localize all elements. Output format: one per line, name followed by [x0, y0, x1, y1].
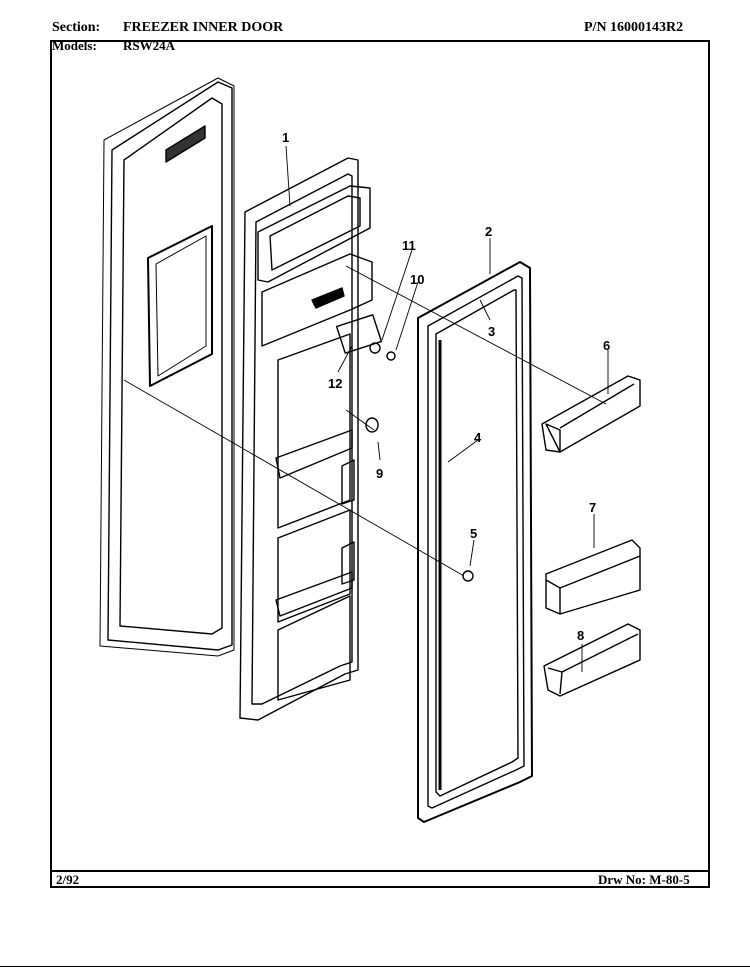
section-title: FREEZER INNER DOOR [123, 20, 284, 35]
door-liner-panel [99, 77, 235, 657]
callout-5: 5 [470, 526, 477, 541]
callout-2: 2 [485, 224, 492, 239]
leader-lines [123, 145, 609, 672]
door-shelf-6 [541, 375, 641, 453]
inner-door [239, 157, 373, 721]
door-shelf-8 [543, 623, 641, 697]
callout-8: 8 [577, 628, 584, 643]
door-bin-7 [545, 539, 641, 615]
callout-4: 4 [474, 430, 482, 445]
cover-plate [335, 314, 383, 354]
callout-1: 1 [282, 130, 289, 145]
mounting-screw [462, 570, 474, 582]
callout-6: 6 [603, 338, 610, 353]
drawing-number: Drw No: M-80-5 [598, 872, 690, 887]
revision-date: 2/92 [56, 872, 80, 887]
part-number: P/N 16000143R2 [584, 20, 684, 35]
callout-11: 11 [402, 238, 416, 253]
button [365, 417, 379, 433]
callout-7: 7 [589, 500, 596, 515]
callout-12: 12 [328, 376, 342, 391]
callout-9: 9 [376, 466, 383, 481]
screw [369, 342, 381, 354]
drawing-frame [50, 40, 710, 888]
nut [386, 351, 396, 361]
footer-divider [50, 870, 710, 872]
callout-10: 10 [410, 272, 424, 287]
callout-3: 3 [488, 324, 495, 339]
bottom-edge-line [0, 966, 750, 967]
gasket-frame [417, 261, 533, 823]
section-label: Section: [52, 20, 101, 35]
